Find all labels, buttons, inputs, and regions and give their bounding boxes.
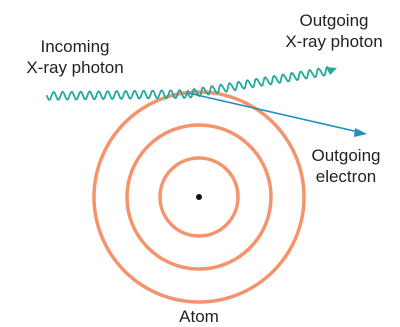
outgoing-electron-label: Outgoing electron	[296, 145, 396, 187]
outgoing-photon-label: Outgoing X-ray photon	[270, 10, 398, 52]
incoming-photon-wave	[46, 89, 189, 101]
outgoing-electron-label-line1: Outgoing	[311, 146, 381, 165]
outgoing-photon-wave	[187, 66, 329, 99]
atom-shell-inner	[158, 156, 240, 238]
atom-label: Atom	[150, 306, 248, 327]
atom-label-text: Atom	[179, 307, 219, 326]
outgoing-photon-label-line2: X-ray photon	[285, 32, 383, 51]
atom-shell-middle	[125, 123, 273, 271]
incoming-photon-label: Incoming X-ray photon	[10, 36, 140, 78]
atom-nucleus	[196, 194, 202, 200]
outgoing-electron-arrowhead	[354, 128, 367, 137]
outgoing-photon-arrowhead	[326, 67, 337, 75]
outgoing-photon-label-line1: Outgoing	[299, 11, 369, 30]
incoming-photon-label-line2: X-ray photon	[26, 58, 124, 77]
outgoing-electron-label-line2: electron	[315, 167, 377, 186]
outgoing-electron-path	[187, 92, 364, 134]
atom-shell-outer	[92, 90, 306, 304]
incoming-photon-label-line1: Incoming	[40, 37, 110, 56]
